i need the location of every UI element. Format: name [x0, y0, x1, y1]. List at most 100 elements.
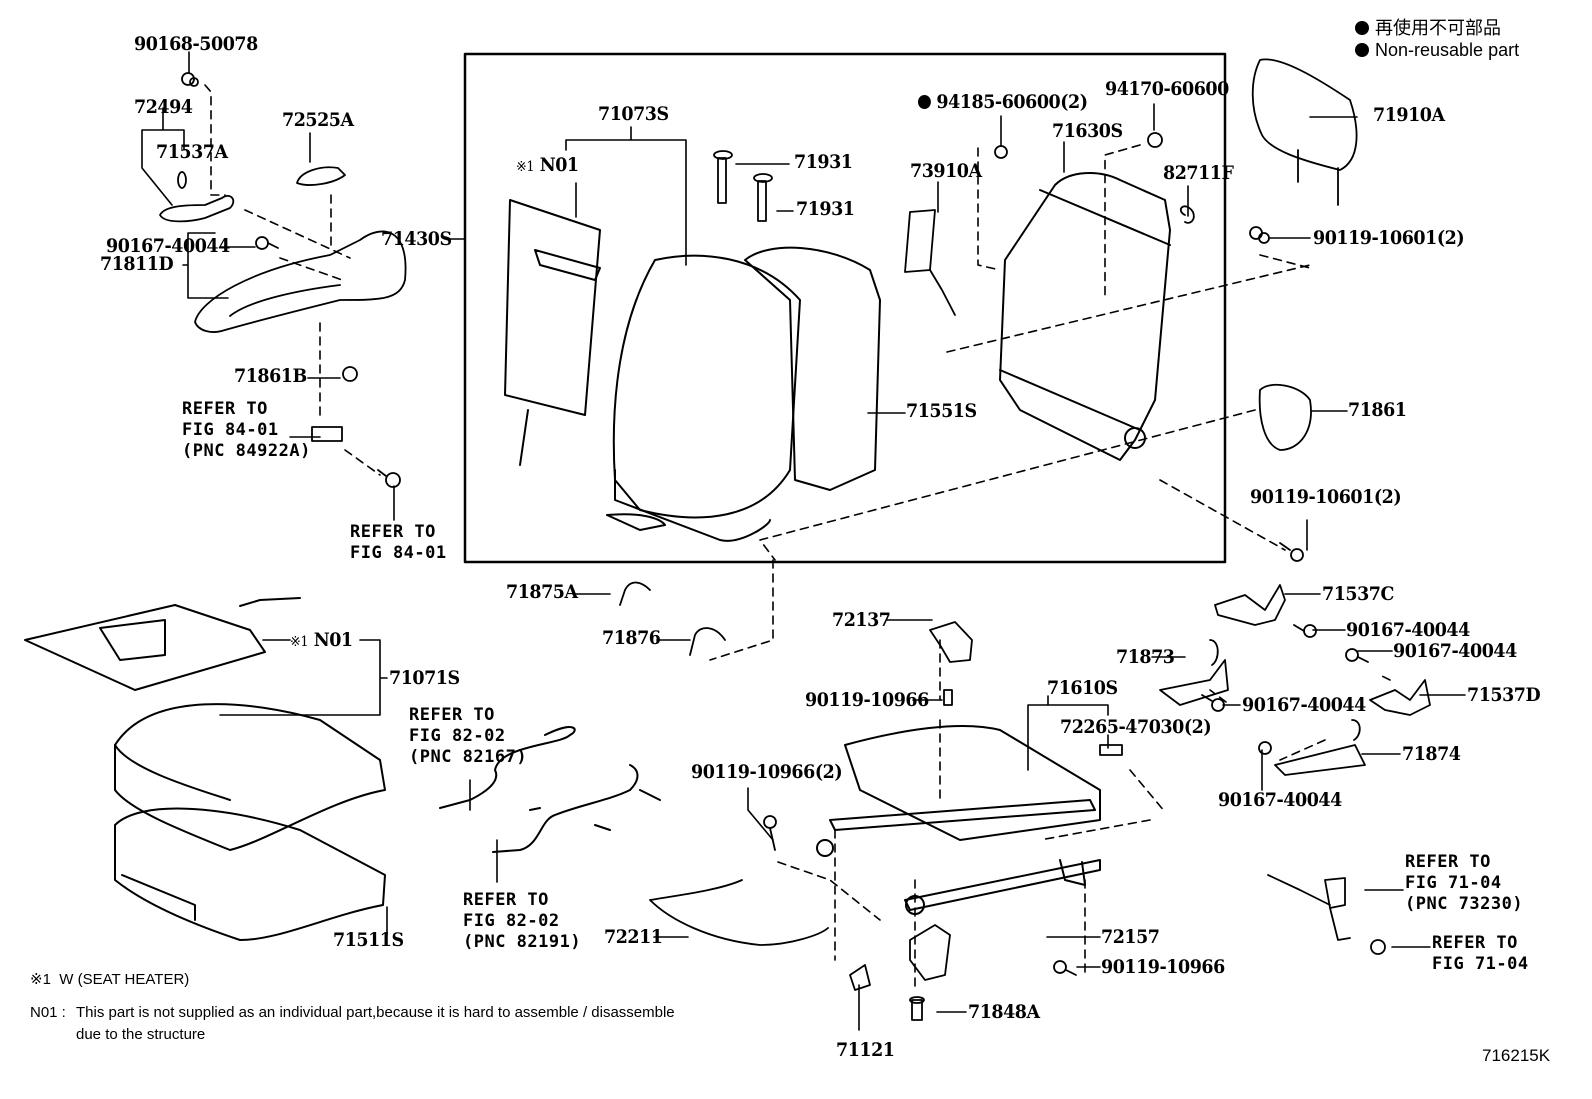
part-label-71861[interactable]: 71861: [1348, 399, 1407, 421]
part-label-90167-40044-a[interactable]: 90167-40044: [106, 235, 230, 257]
part-label-71537D[interactable]: 71537D: [1467, 684, 1541, 706]
bolt-90167-40044-c-icon: [1345, 648, 1369, 663]
bolt-90167-40044-d-icon: [1201, 694, 1225, 712]
part-label-71511S[interactable]: 71511S: [333, 929, 404, 951]
fastener-glyphs: [159, 58, 1431, 1021]
part-label-71537A[interactable]: 71537A: [156, 141, 228, 163]
part-label-94170-60600[interactable]: 94170-60600: [1105, 78, 1229, 100]
part-label-72157[interactable]: 72157: [1101, 926, 1160, 948]
clip-72265-47030-icon: [1099, 744, 1123, 756]
part-label-71610S[interactable]: 71610S: [1047, 677, 1118, 699]
part-label-90167-40044-c[interactable]: 90167-40044: [1393, 640, 1517, 662]
part-label-90119-10966-b[interactable]: 90119-10966(2): [691, 761, 843, 783]
ref-fig-84-01[interactable]: REFER TO FIG 84-01: [350, 522, 447, 563]
note-n01-line1: This part is not supplied as an individu…: [76, 1004, 675, 1021]
ref-fig-84-01-pnc-84922A[interactable]: REFER TO FIG 84-01 (PNC 84922A): [182, 399, 311, 461]
nut-94170-60600-icon: [1147, 132, 1163, 148]
part-label-90119-10601-a[interactable]: 90119-10601(2): [1313, 227, 1465, 249]
seatback-pad-71551S-icon: [744, 246, 881, 491]
harness-82167-icon: [439, 726, 576, 809]
ref-fig-71-04[interactable]: REFER TO FIG 71-04: [1432, 933, 1529, 974]
part-label-71861B[interactable]: 71861B: [234, 365, 307, 387]
bolt-90119-10966-a-icon: [943, 689, 953, 706]
part-label-n01-back[interactable]: ※1 N01: [516, 156, 579, 175]
note-n01-mark: N01 :: [30, 1004, 66, 1021]
part-label-82711F[interactable]: 82711F: [1163, 162, 1234, 184]
note-seat-heater: ※1 W (SEAT HEATER): [30, 970, 189, 988]
bracket-72494-icon: [159, 195, 235, 223]
ref-fig-82-02-pnc-82191[interactable]: REFER TO FIG 82-02 (PNC 82191): [463, 890, 582, 952]
buckle-73230-icon: [1267, 874, 1351, 941]
cushion-pad-71511S-icon: [114, 807, 386, 941]
note-mark: ※1: [290, 634, 309, 650]
legend-row-jp: 再使用不可部品: [1355, 17, 1519, 39]
part-label-71931-a[interactable]: 71931: [794, 151, 853, 173]
part-label-90167-40044-d[interactable]: 90167-40044: [1242, 694, 1366, 716]
large-assemblies: [24, 172, 1171, 941]
part-label-90119-10966-a[interactable]: 90119-10966: [805, 689, 929, 711]
bolt-90119-10966-b-icon: [763, 815, 777, 851]
part-label-71811D[interactable]: 71811D: [100, 253, 174, 275]
part-label-71875A[interactable]: 71875A: [506, 581, 578, 603]
note-text: W (SEAT HEATER): [59, 971, 190, 988]
part-label-71073S[interactable]: 71073S: [598, 103, 669, 125]
part-label-71537C[interactable]: 71537C: [1322, 583, 1394, 605]
switch-84922A-icon: [311, 426, 343, 442]
clip-71121-icon: [849, 964, 871, 991]
part-label-72265-47030[interactable]: 72265-47030(2): [1060, 716, 1212, 738]
cover-71876-icon: [689, 627, 726, 656]
headrest-71910A-icon: [1251, 58, 1358, 206]
cover-72525A-icon: [296, 166, 346, 186]
part-number: 94185-60600(2): [936, 91, 1088, 113]
clip-82711F-icon: [1180, 205, 1195, 224]
part-label-94185-60600[interactable]: 94185-60600(2): [918, 93, 1088, 112]
bolt-90167-40044-a-icon: [255, 236, 279, 250]
pin-71931-a-icon: [713, 150, 733, 204]
part-label-72211[interactable]: 72211: [604, 926, 663, 948]
part-label-90119-10601-b[interactable]: 90119-10601(2): [1250, 486, 1402, 508]
part-label-71071S[interactable]: 71071S: [389, 667, 460, 689]
ref-fig-71-04-pnc-73230[interactable]: REFER TO FIG 71-04 (PNC 73230): [1405, 852, 1524, 914]
n01-code: N01: [313, 629, 353, 651]
bracket-71537C-icon: [1214, 584, 1286, 626]
bolt-90168-50078-icon: [181, 72, 199, 87]
cushion-cover-71071S-icon: [114, 703, 386, 851]
harness-82191-icon: [492, 764, 661, 853]
part-label-72525A[interactable]: 72525A: [282, 109, 354, 131]
legend-text-jp: 再使用不可部品: [1375, 18, 1501, 38]
part-label-n01-cushion[interactable]: ※1 N01: [290, 631, 353, 650]
bolt-90167-40044-e-icon: [1258, 741, 1272, 755]
legend: 再使用不可部品 Non-reusable part: [1355, 17, 1519, 61]
part-label-71910A[interactable]: 71910A: [1373, 104, 1445, 126]
airbag-73910A-icon: [904, 209, 956, 316]
part-label-71873[interactable]: 71873: [1116, 646, 1175, 668]
part-label-71551S[interactable]: 71551S: [906, 400, 977, 422]
part-label-90167-40044-b[interactable]: 90167-40044: [1346, 619, 1470, 641]
shield-71811D-icon: [194, 230, 407, 333]
part-label-72494[interactable]: 72494: [134, 96, 193, 118]
assembly-dashed-lines: [204, 84, 1391, 991]
part-label-71931-b[interactable]: 71931: [796, 198, 855, 220]
part-label-90167-40044-e[interactable]: 90167-40044: [1218, 789, 1342, 811]
pin-71931-b-icon: [753, 173, 773, 222]
part-label-71630S[interactable]: 71630S: [1052, 120, 1123, 142]
seatback-frame-71630S-icon: [999, 172, 1171, 461]
non-reusable-dot-icon: [1355, 21, 1369, 35]
part-label-90168-50078[interactable]: 90168-50078: [134, 33, 258, 55]
screw-84-01-icon: [377, 469, 401, 488]
cover-71875A-icon: [619, 581, 651, 606]
bolt-90119-10601-a-icon: [1249, 226, 1270, 244]
part-label-71121[interactable]: 71121: [836, 1039, 895, 1061]
part-label-71848A[interactable]: 71848A: [968, 1001, 1040, 1023]
knob-71861B-icon: [342, 366, 358, 382]
non-reusable-dot-icon: [918, 95, 931, 109]
heater-mat-back-icon: [504, 199, 601, 466]
part-label-73910A[interactable]: 73910A: [910, 160, 982, 182]
part-label-71874[interactable]: 71874: [1402, 743, 1461, 765]
part-label-71430S[interactable]: 71430S: [381, 228, 452, 250]
ref-fig-82-02-pnc-82167[interactable]: REFER TO FIG 82-02 (PNC 82167): [409, 705, 528, 767]
note-n01-line2: due to the structure: [76, 1026, 206, 1043]
part-label-72137[interactable]: 72137: [832, 609, 891, 631]
part-label-90119-10966-c[interactable]: 90119-10966: [1101, 956, 1225, 978]
part-label-71876[interactable]: 71876: [602, 627, 661, 649]
